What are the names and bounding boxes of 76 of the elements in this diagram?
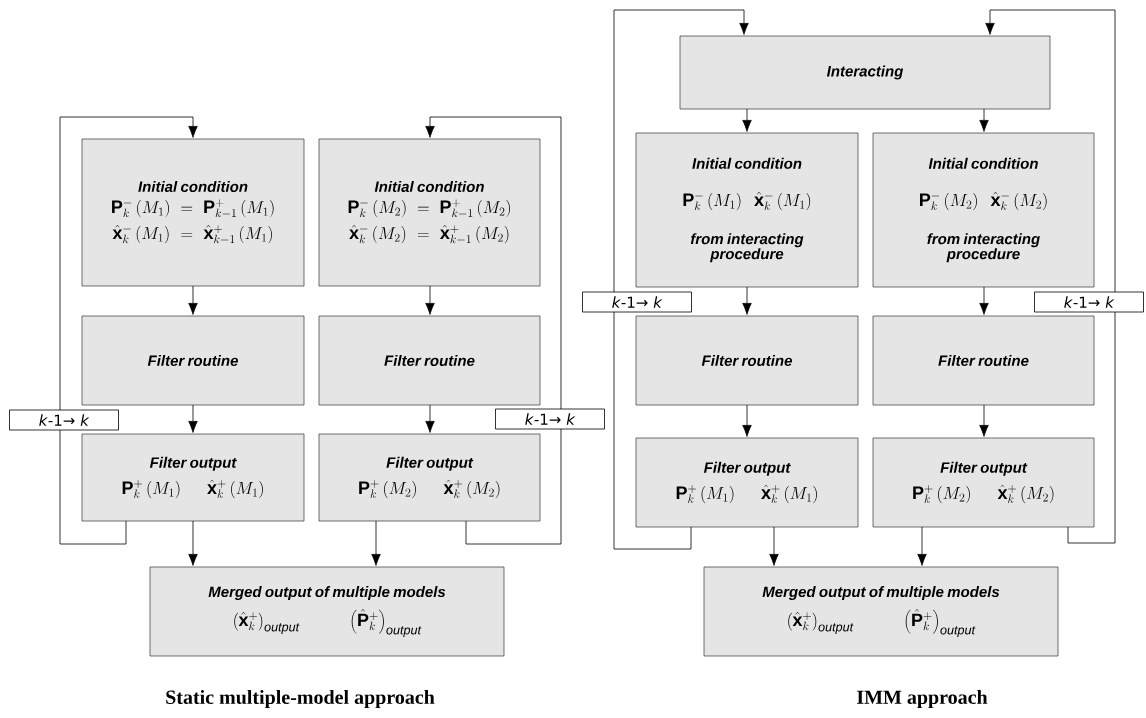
node-label: Initial condition (692, 157, 802, 169)
node-label: $\hat{\mathbf{x}}_k^{-}\left(M_2\right)=\hat{\mathbf{x}}_{k-1}^{+}\left(M_2\right)$ (349, 224, 509, 244)
node-label: Initial condition (374, 181, 484, 193)
caption: Static multiple-model approach (166, 689, 435, 709)
process-box (635, 437, 859, 528)
process-box (703, 566, 1059, 657)
arrow (613, 9, 749, 550)
node-label: $\mathbf{P}_k^{-}\left(M_1\right)=\mathbf{P}_{k-1}^{+}\left(M_1\right)$ (112, 199, 274, 218)
node-label: $\hat{\mathbf{x}}_k^{+}\left(M_2\right)$ (443, 479, 500, 499)
arrow (742, 108, 752, 132)
node-label: Initial condition (138, 181, 248, 193)
process-box (81, 315, 305, 406)
node-label: from interacting procedure (927, 233, 1040, 263)
node-label: $\hat{\mathbf{x}}_k^{+}\left(M_1\right)$ (207, 479, 263, 499)
node-label: $\hat{\mathbf{x}}_k^{+}\left(M_2\right)$ (997, 484, 1054, 504)
node-label: Merged output of multiple models (762, 586, 1000, 601)
arrow (188, 285, 198, 315)
node-label: $\left(\hat{\mathbf{x}}_k^{+}\right)_{\mathit{output}}$ (234, 611, 300, 634)
process-box (318, 433, 541, 522)
node-label: Filter routine (938, 355, 1029, 367)
arrow (979, 286, 989, 315)
arrow (979, 108, 989, 132)
node-label: $\hat{\mathbf{x}}_k^{-}\left(M_1\right)$ (754, 191, 811, 211)
node-label: Filter routine (147, 355, 238, 367)
arrow (371, 520, 381, 566)
process-box (318, 315, 541, 406)
node-label: Filter routine (384, 355, 475, 367)
process-box (679, 35, 1051, 110)
node-label: $\hat{\mathbf{x}}_k^{-}\left(M_1\right)=\hat{\mathbf{x}}_{k-1}^{+}\left(M_1\right)$ (112, 224, 272, 244)
arrow (985, 9, 1116, 544)
arrow (917, 526, 927, 566)
process-box (318, 138, 541, 287)
node-label: $\mathbf{P}_k^{+}\left(M_1\right)$ (122, 480, 180, 499)
process-box (81, 138, 305, 287)
node-label: $\mathbf{P}_k^{+}\left(M_2\right)$ (359, 480, 416, 499)
node-label: $\left(\hat{\mathbf{P}}_k^{+}\right)_{\mathit{output}}$ (905, 609, 976, 637)
node-label: from interacting procedure (690, 233, 804, 263)
process-box (872, 132, 1095, 288)
node-label: Filter routine (701, 355, 793, 367)
node-label: $\mathbf{P}_k^{-}\left(M_2\right)=\mathbf{P}_{k-1}^{+}\left(M_2\right)$ (348, 199, 510, 218)
node-label: Filter output (940, 461, 1028, 476)
caption: IMM approach (857, 689, 988, 709)
node-label: $\left(\hat{\mathbf{x}}_k^{+}\right)_{\mathit{output}}$ (788, 611, 854, 634)
arrow (979, 404, 989, 437)
node-label: $\hat{\mathbf{x}}_k^{+}\left(M_1\right)$ (761, 484, 817, 504)
process-box (872, 437, 1095, 528)
process-box (635, 132, 859, 288)
node-label: $\left(\hat{\mathbf{P}}_k^{+}\right)_{\mathit{output}}$ (351, 609, 422, 637)
node-label: Filter output (703, 461, 791, 476)
node-label: Initial condition (928, 157, 1038, 169)
node-label: $\mathbf{P}_k^{+}\left(M_1\right)$ (676, 485, 734, 504)
node-label: Merged output of multiple models (208, 586, 446, 601)
edge-label: k-1→ k (1034, 291, 1144, 313)
node-label: $\mathbf{P}_k^{+}\left(M_2\right)$ (913, 485, 970, 504)
edge-label: k-1→ k (495, 408, 605, 430)
arrow (742, 404, 752, 437)
node-label: $\mathbf{P}_k^{-}\left(M_2\right)$ (920, 192, 977, 211)
arrow (188, 404, 198, 433)
arrow (425, 285, 435, 315)
process-box (872, 315, 1095, 406)
edge-label: k-1→ k (9, 409, 119, 431)
arrow (425, 404, 435, 433)
process-box (149, 566, 505, 657)
arrow (425, 116, 562, 545)
arrow (59, 116, 198, 545)
node-label: Filter output (149, 456, 237, 471)
process-box (81, 433, 305, 522)
edge-label: k-1→ k (582, 291, 692, 313)
process-box (635, 315, 859, 406)
arrow (188, 520, 198, 566)
node-label: Interacting (826, 65, 904, 80)
arrow (769, 526, 779, 566)
arrow (742, 286, 752, 315)
node-label: $\hat{\mathbf{x}}_k^{-}\left(M_2\right)$ (990, 191, 1047, 211)
node-label: Filter output (386, 456, 474, 471)
node-label: $\mathbf{P}_k^{-}\left(M_1\right)$ (683, 192, 741, 211)
